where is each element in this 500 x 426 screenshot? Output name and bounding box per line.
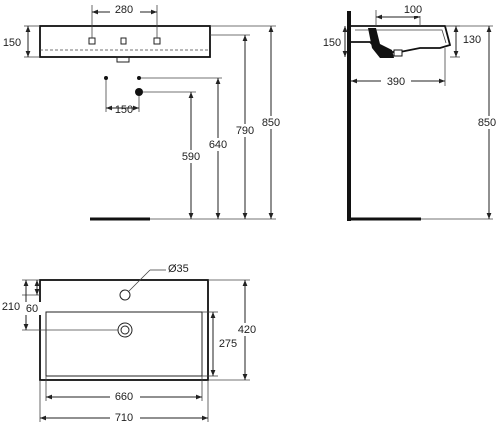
top-waste-inner: [120, 325, 130, 335]
dim-150-front-label: 150: [3, 37, 21, 49]
top-view: Ø35 210 60 275 420 660 710: [0, 263, 262, 424]
front-tap-hole-center: [120, 37, 127, 45]
top-tap-hole: [119, 289, 131, 301]
dim-280-label: 280: [115, 4, 133, 16]
dim-210-label: 210: [2, 301, 20, 313]
dim-790-label: 790: [236, 125, 254, 137]
top-bowl: [45, 311, 203, 377]
dim-850-front-label: 850: [262, 117, 280, 129]
side-view: 100 150 130 390 850: [320, 3, 500, 221]
dim-diameter-label: Ø35: [168, 263, 189, 275]
dim-150-pipes-label: 150: [115, 104, 133, 116]
dim-660-label: 660: [115, 391, 133, 403]
dim-710-label: 710: [115, 412, 133, 424]
dim-850-side-label: 850: [478, 117, 496, 129]
supply-point-small: [104, 76, 108, 80]
dim-275-label: 275: [219, 338, 237, 350]
dim-130-label: 130: [463, 34, 481, 46]
dim-150-side-label: 150: [323, 37, 341, 49]
waste-point: [135, 88, 143, 96]
dim-590-label: 590: [182, 151, 200, 163]
front-basin-body: [39, 25, 211, 58]
dim-100-label: 100: [404, 4, 422, 16]
front-view: 280 150 150 590 640 790: [0, 3, 286, 221]
side-trap: [368, 28, 394, 58]
dim-420-label: 420: [238, 324, 256, 336]
dim-390-label: 390: [387, 76, 405, 88]
supply-point-small-right: [137, 76, 141, 80]
side-wall: [347, 11, 351, 221]
dim-60-label: 60: [26, 303, 38, 315]
dim-640-label: 640: [209, 139, 227, 151]
front-waste-stub: [116, 56, 130, 63]
